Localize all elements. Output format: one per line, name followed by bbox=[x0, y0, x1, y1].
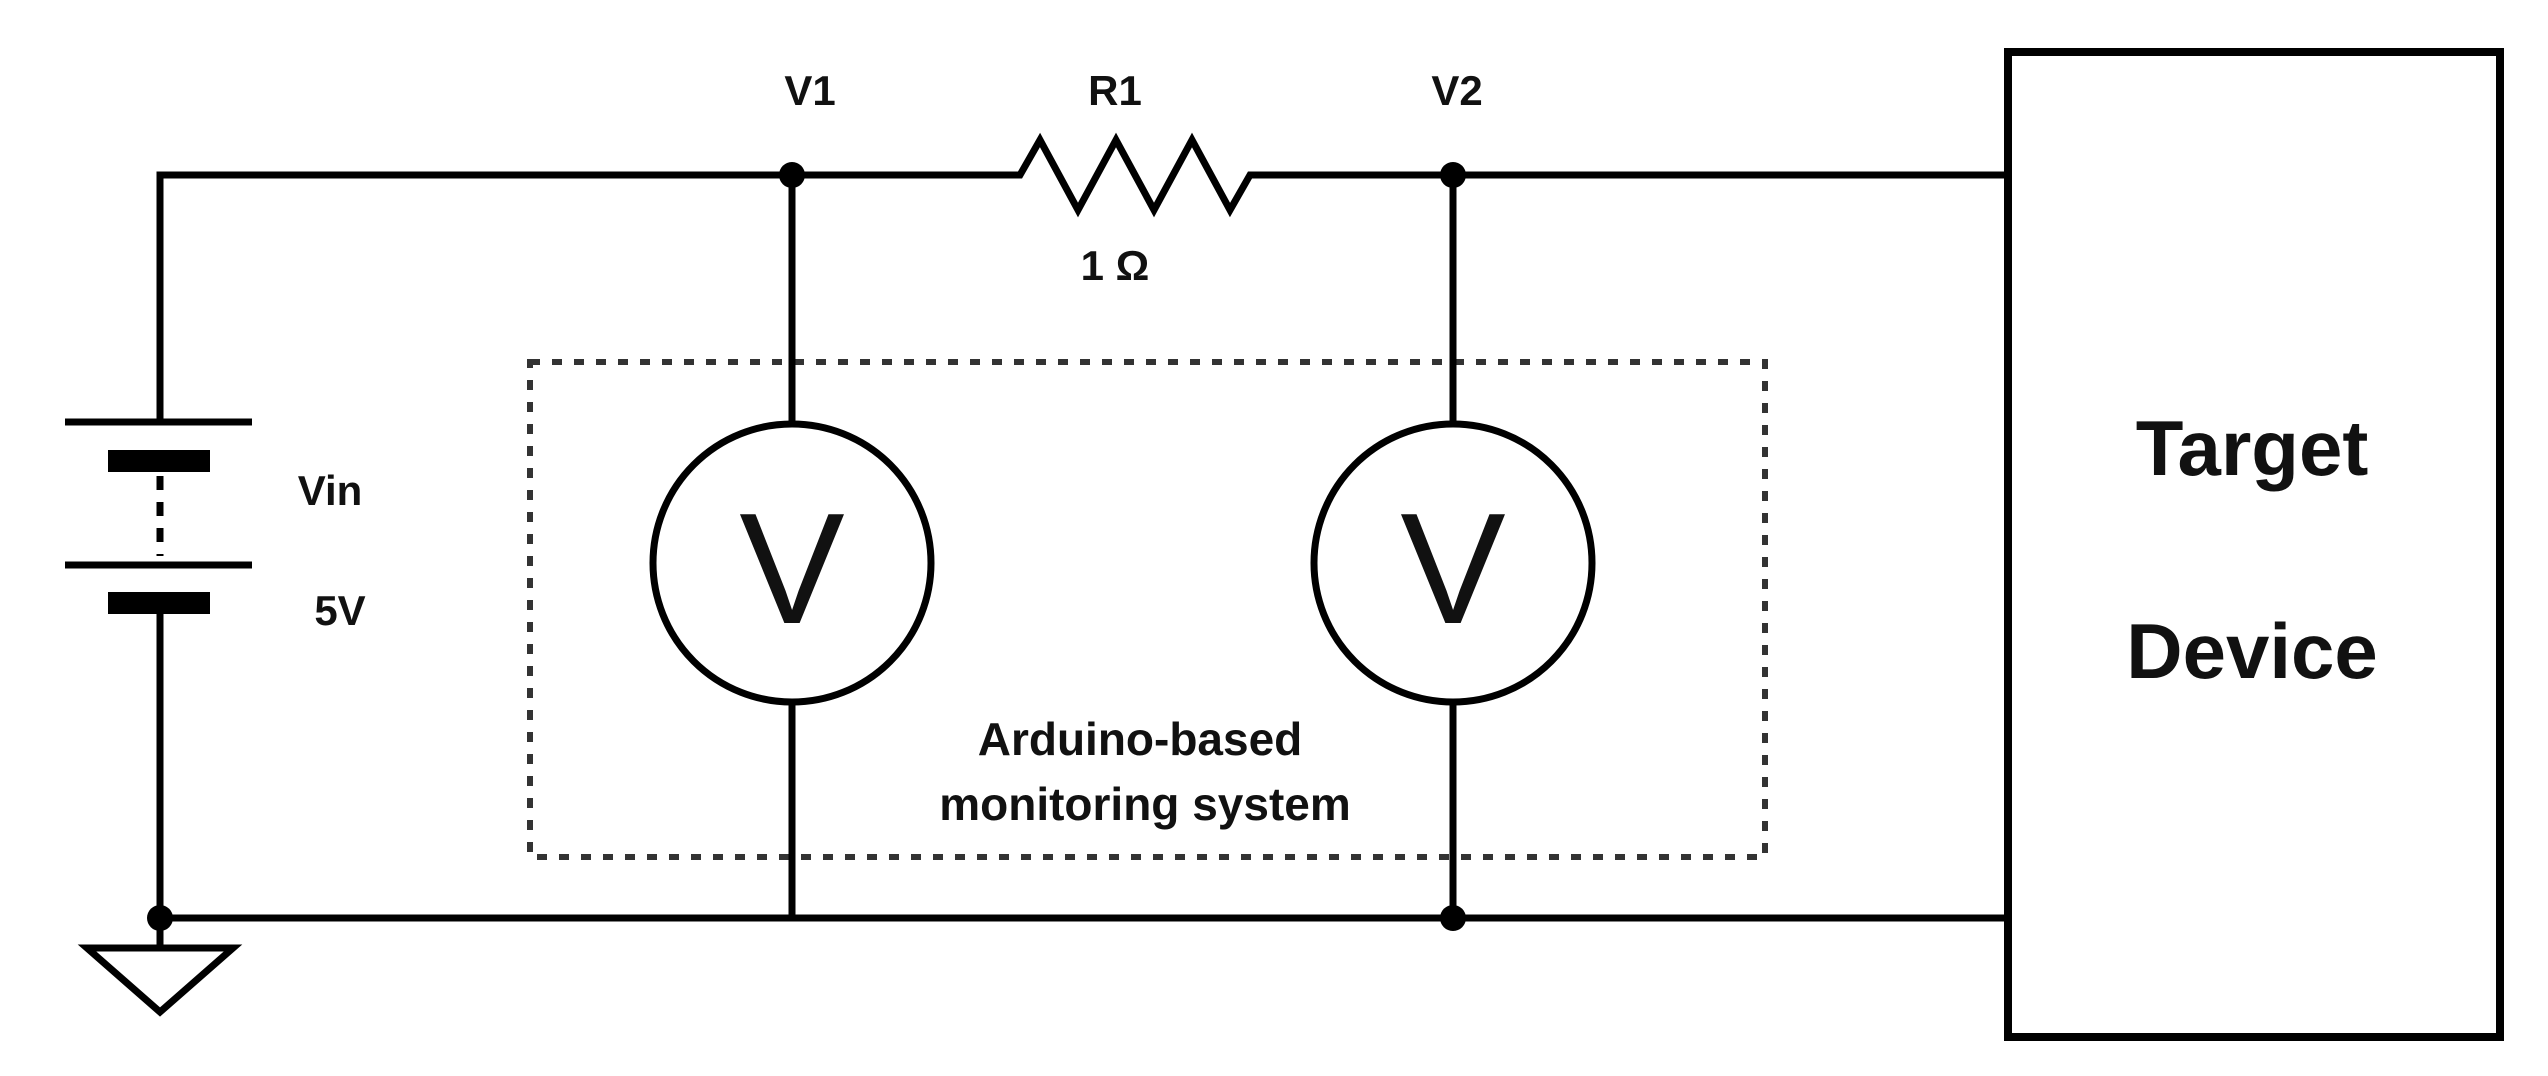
voltmeter-1: V bbox=[649, 420, 935, 706]
voltmeter-2-symbol: V bbox=[1400, 481, 1505, 657]
voltmeter-1-symbol: V bbox=[739, 481, 844, 657]
node-ground-left bbox=[147, 905, 173, 931]
label-vin: Vin bbox=[298, 467, 363, 514]
label-target-line1: Target bbox=[2136, 404, 2369, 492]
label-monitor-line2: monitoring system bbox=[939, 778, 1351, 830]
resistor-r1-icon bbox=[961, 132, 1272, 218]
battery-icon bbox=[65, 418, 252, 614]
label-vin-value: 5V bbox=[314, 587, 365, 634]
top-wire-left bbox=[156, 171, 969, 419]
label-r1-value: 1 Ω bbox=[1081, 242, 1150, 289]
monitoring-system-box bbox=[527, 359, 1768, 860]
node-v1 bbox=[779, 162, 805, 188]
target-device-box bbox=[2004, 48, 2504, 1041]
label-v2: V2 bbox=[1431, 67, 1482, 114]
label-target-line2: Device bbox=[2126, 607, 2378, 695]
label-v1: V1 bbox=[784, 67, 835, 114]
label-monitor-line1: Arduino-based bbox=[978, 713, 1303, 765]
voltmeter-2: V bbox=[1310, 420, 1596, 706]
node-ground-v2 bbox=[1440, 905, 1466, 931]
node-v2 bbox=[1440, 162, 1466, 188]
ground-icon bbox=[77, 914, 243, 1017]
label-r1: R1 bbox=[1088, 67, 1142, 114]
